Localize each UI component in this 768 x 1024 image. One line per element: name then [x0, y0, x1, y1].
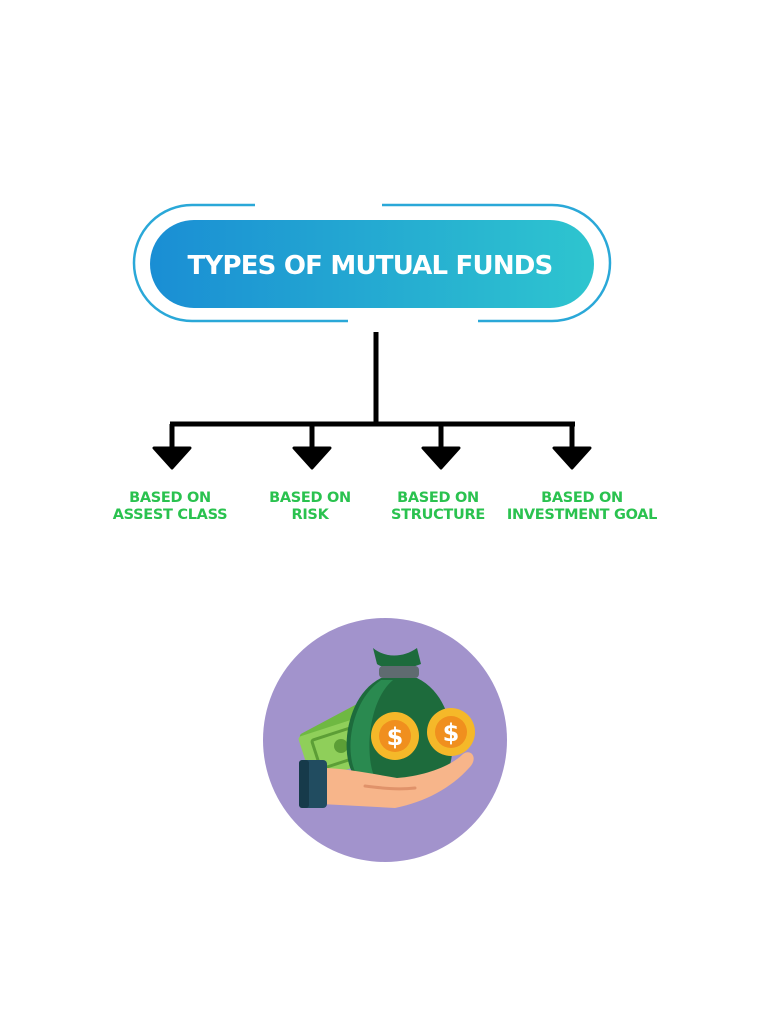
coin-symbol: $: [443, 719, 460, 747]
branch-label-line: STRUCTURE: [391, 507, 485, 523]
arrow-head-4: [552, 446, 592, 470]
branch-label-line: INVESTMENT GOAL: [506, 507, 658, 523]
title-fill: [150, 220, 594, 308]
branch-label-investment-goal: BASED ON INVESTMENT GOAL: [496, 490, 668, 524]
branch-label-risk: BASED ON RISK: [250, 490, 370, 524]
arrow-head-2: [292, 446, 332, 470]
branch-label-line: BASED ON: [129, 490, 211, 506]
branch-label-line: BASED ON: [269, 490, 351, 506]
open-hand-icon: [299, 752, 474, 808]
arrow-head-1: [152, 446, 192, 470]
branch-label-structure: BASED ON STRUCTURE: [380, 490, 496, 524]
title-pill: [132, 203, 612, 323]
branch-label-line: RISK: [291, 507, 329, 523]
diagram-title: TYPES OF MUTUAL FUNDS: [187, 251, 554, 281]
branch-label-line: ASSEST CLASS: [112, 507, 228, 523]
arrow-head-3: [421, 446, 461, 470]
dollar-coin-icon: $: [371, 712, 419, 760]
connector-tree: [152, 332, 592, 470]
branch-label-asset-class: BASED ON ASSEST CLASS: [100, 490, 240, 524]
branch-label-line: BASED ON: [397, 490, 479, 506]
money-in-hand-icon: $ $: [263, 618, 507, 862]
coin-symbol: $: [387, 723, 404, 751]
branch-label-line: BASED ON: [541, 490, 623, 506]
title-outline-left: [132, 203, 348, 323]
dollar-coin-icon: $: [427, 708, 475, 756]
title-outline-right: [382, 203, 612, 323]
